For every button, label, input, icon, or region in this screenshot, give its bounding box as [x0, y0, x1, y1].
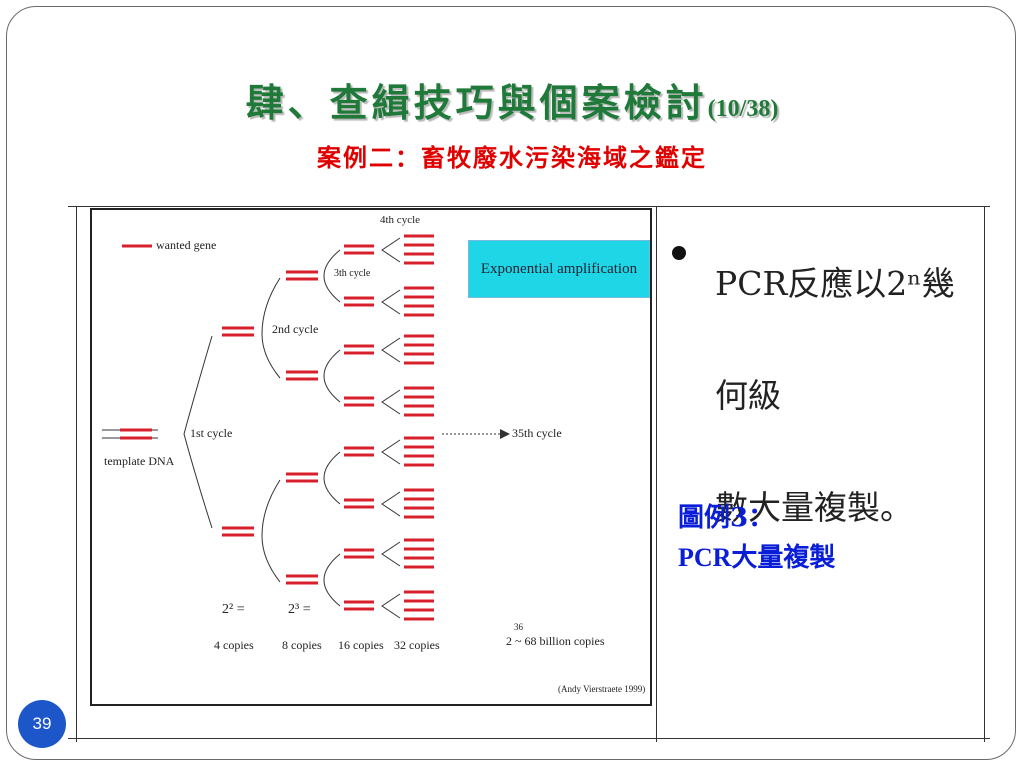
diagram-citation: (Andy Vierstraete 1999) [558, 684, 646, 694]
pcr-diagram: wanted gene template DNA 1st cycle 2nd c… [90, 208, 652, 706]
cycle-label-1: 1st cycle [190, 426, 233, 440]
fork-cycle4-2 [381, 337, 401, 363]
pcr-tree-graphic [102, 234, 510, 621]
title-text: 肆、查緝技巧與個案檢討 [245, 80, 708, 125]
figure-legend-caption: PCR大量複製 [678, 543, 836, 572]
figure-legend: 圖例3： PCR大量複製 [678, 498, 835, 578]
fork-cycle4-7 [381, 593, 401, 619]
table-top-border [68, 206, 990, 207]
arrow-35th-cycle-head [500, 429, 510, 439]
fork-cycle3-1 [323, 349, 341, 403]
bullet-line-2: 數大量複製。 [715, 488, 913, 527]
fork-cycle3-2 [323, 451, 341, 505]
bullet-text: PCR反應以2ⁿ幾何級 數大量複製。 [715, 228, 985, 564]
table-bottom-border [68, 738, 990, 739]
fork-cycle1-down [183, 433, 213, 529]
fork-cycle1-up [183, 335, 213, 435]
exponential-amplification-callout: Exponential amplification [468, 240, 650, 298]
table-left-border [76, 206, 77, 742]
final-formula-exponent: 36 [514, 622, 523, 632]
final-formula: 2 ~ 68 billion copies [506, 634, 605, 648]
title-counter: (10/38) [707, 96, 779, 122]
fork-cycle4-1 [381, 289, 401, 315]
fork-cycle3-0 [323, 249, 341, 303]
formula-2-squared: 2² = [222, 602, 245, 617]
bullet-dot [672, 246, 686, 260]
fork-cycle3-3 [323, 553, 341, 607]
fork-cycle2-bottom [261, 479, 281, 583]
wanted-gene-label: wanted gene [156, 238, 217, 252]
formula-2-cubed: 2³ = [288, 602, 311, 617]
slide-title: 肆、查緝技巧與個案檢討(10/38) [0, 72, 1024, 127]
cycle-label-3: 3th cycle [334, 268, 371, 279]
table-middle-border [656, 206, 657, 742]
35th-cycle-label: 35th cycle [512, 426, 562, 440]
copies-4: 4 copies [214, 638, 254, 652]
template-dna-label: template DNA [104, 454, 175, 468]
bullet-line-1: PCR反應以2ⁿ幾何級 [715, 264, 955, 415]
fork-cycle2-top [261, 277, 281, 379]
fork-cycle4-4 [381, 439, 401, 465]
fork-cycle4-0 [381, 237, 401, 263]
slide-frame [6, 6, 1016, 760]
page-number-badge: 39 [18, 700, 66, 748]
cycle-label-2: 2nd cycle [272, 322, 319, 336]
fork-cycle4-3 [381, 389, 401, 415]
copies-32: 32 copies [394, 638, 440, 652]
figure-legend-label: 圖例3： [678, 503, 775, 533]
table-right-border [984, 206, 985, 742]
copies-8: 8 copies [282, 638, 322, 652]
fork-cycle4-6 [381, 541, 401, 567]
cycle-label-4: 4th cycle [380, 214, 421, 226]
copies-16: 16 copies [338, 638, 384, 652]
slide-subtitle: 案例二：畜牧廢水污染海域之鑑定 [317, 143, 707, 172]
fork-cycle4-5 [381, 491, 401, 517]
